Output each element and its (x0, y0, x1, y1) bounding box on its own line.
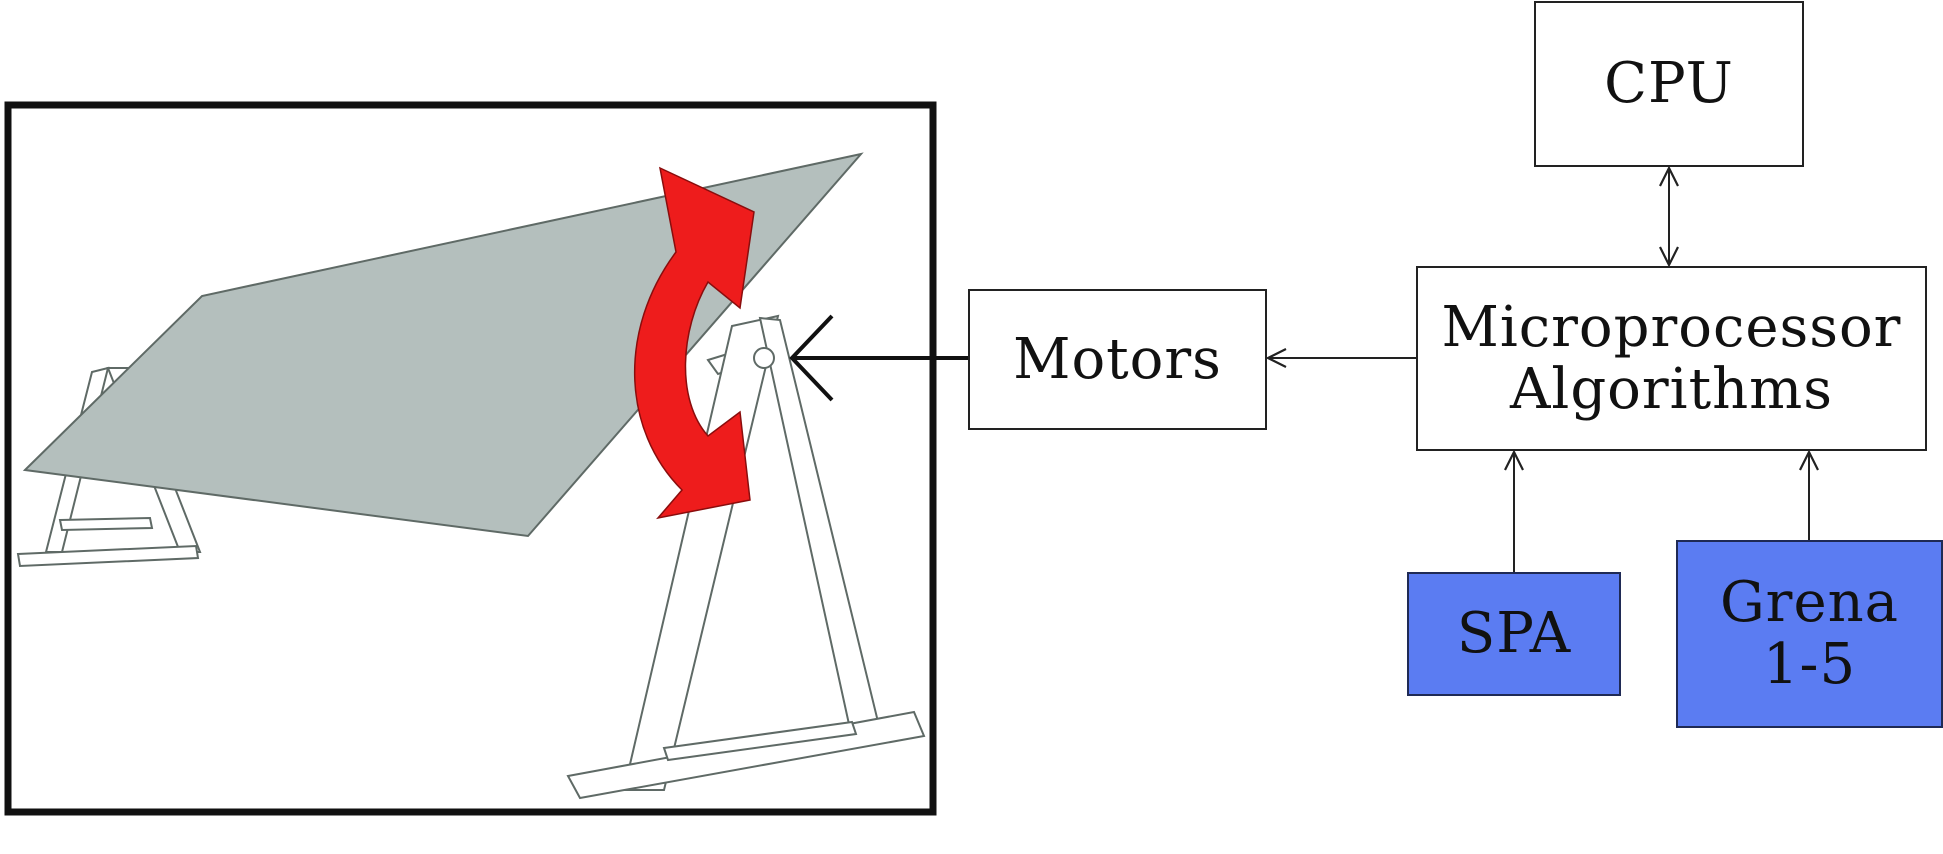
spa-algorithm-block: SPA (1407, 572, 1621, 696)
grena-algorithm-block: Grena 1-5 (1676, 540, 1943, 728)
microprocessor-algorithms-block: Microprocessor Algorithms (1416, 266, 1927, 451)
motors-block: Motors (968, 289, 1267, 430)
tracker-illustration (4, 101, 968, 816)
solar-panel (22, 152, 864, 538)
grena-label: Grena 1-5 (1719, 570, 1900, 697)
spa-label: SPA (1456, 601, 1572, 667)
microprocessor-algorithms-label: Microprocessor Algorithms (1441, 294, 1902, 422)
motor-drive-pointer-head (789, 314, 834, 402)
rotation-arrow-icon (633, 166, 755, 520)
cpu-block: CPU (1534, 1, 1804, 167)
cpu-label: CPU (1604, 51, 1734, 117)
motors-label: Motors (1013, 326, 1222, 392)
